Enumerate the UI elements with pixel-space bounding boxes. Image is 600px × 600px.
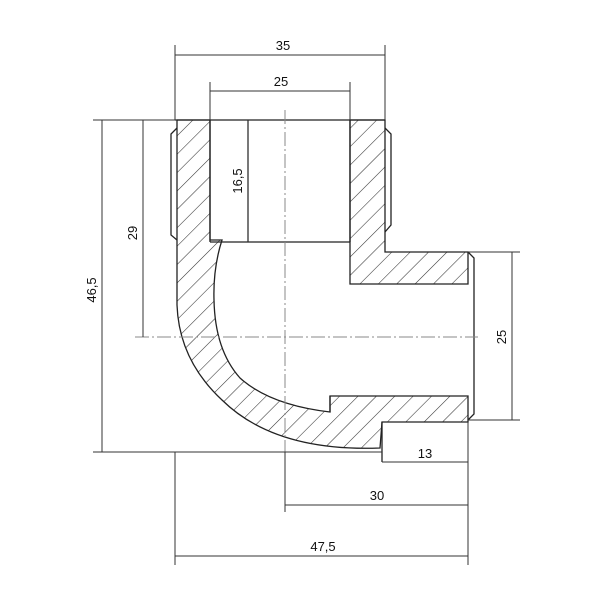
dim-label-total-length: 47,5 — [310, 539, 335, 554]
dim-label-side-thread-length: 13 — [418, 446, 432, 461]
dimension-height-to-axis: 29 — [125, 119, 177, 337]
dim-label-thread-depth: 16,5 — [230, 168, 245, 193]
dim-label-axis-to-side-end: 30 — [370, 488, 384, 503]
dimension-side-thread-length: 13 — [382, 422, 469, 470]
dimension-thread-depth: 16,5 — [230, 120, 249, 242]
dim-label-height-to-axis: 29 — [125, 226, 140, 240]
dimension-side-opening: 25 — [468, 251, 520, 421]
dimension-inner-width: 25 — [209, 74, 351, 120]
center-lines — [135, 110, 478, 460]
dimension-axis-to-side-end: 30 — [284, 452, 469, 512]
dimension-overall-width: 35 — [174, 38, 386, 120]
dim-label-inner-width: 25 — [274, 74, 288, 89]
dimension-total-height: 46,5 — [84, 119, 382, 453]
dimension-total-length: 47,5 — [174, 452, 469, 565]
dim-label-total-height: 46,5 — [84, 277, 99, 302]
right-wall-section — [349, 119, 469, 285]
side-thread-flanges — [467, 251, 475, 421]
dim-label-side-opening: 25 — [494, 330, 509, 344]
dim-label-overall-width: 35 — [276, 38, 290, 53]
